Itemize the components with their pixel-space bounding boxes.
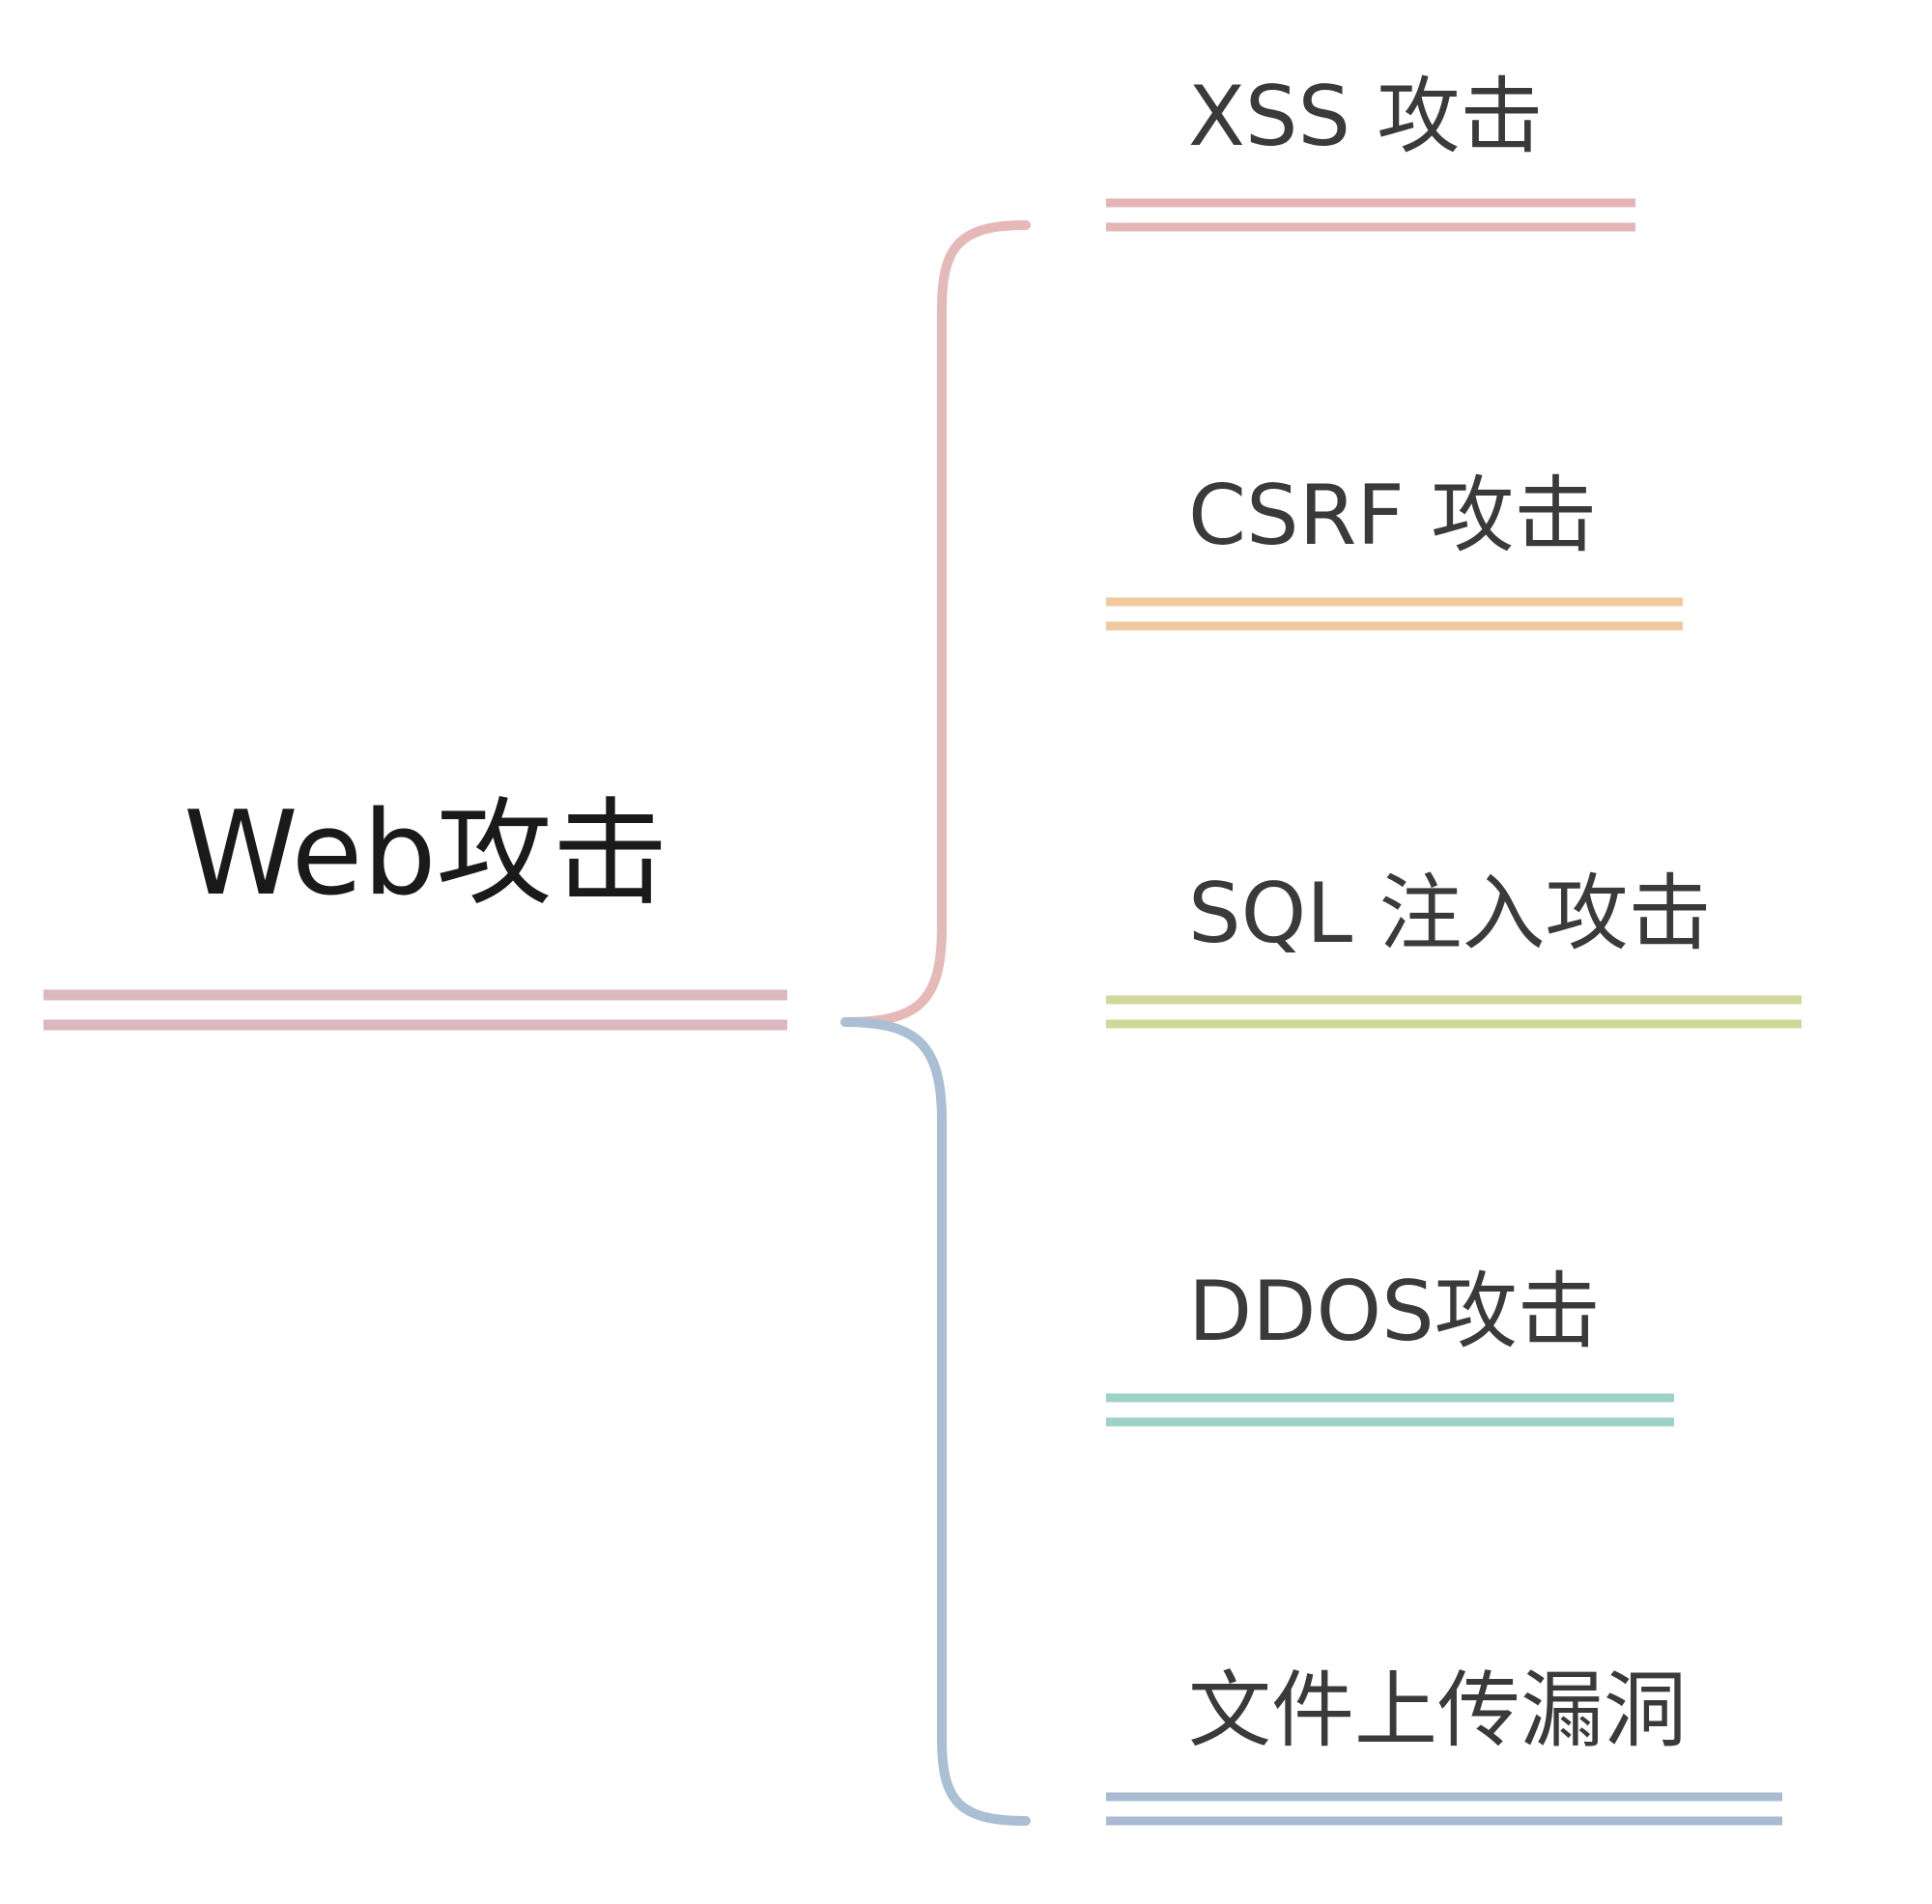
brace-connector-lower: [840, 1017, 1031, 1826]
child-label-ddos: DDOS攻击: [1188, 1264, 1601, 1360]
brace-connector-upper: [840, 220, 1031, 1027]
child-label-file-upload: 文件上传漏洞: [1188, 1662, 1687, 1759]
child-node-xss[interactable]: XSS 攻击: [1106, 69, 1635, 232]
root-label: Web攻击: [184, 787, 668, 922]
child-label-csrf: CSRF 攻击: [1188, 468, 1597, 564]
child-node-csrf[interactable]: CSRF 攻击: [1106, 468, 1683, 631]
child-node-sql-injection[interactable]: SQL 注入攻击: [1106, 866, 1802, 1029]
child-label-sql-injection: SQL 注入攻击: [1188, 866, 1712, 962]
child-label-xss: XSS 攻击: [1188, 69, 1543, 165]
root-node[interactable]: Web攻击: [43, 787, 787, 1031]
child-node-ddos[interactable]: DDOS攻击: [1106, 1264, 1674, 1427]
child-node-file-upload[interactable]: 文件上传漏洞: [1106, 1662, 1782, 1826]
